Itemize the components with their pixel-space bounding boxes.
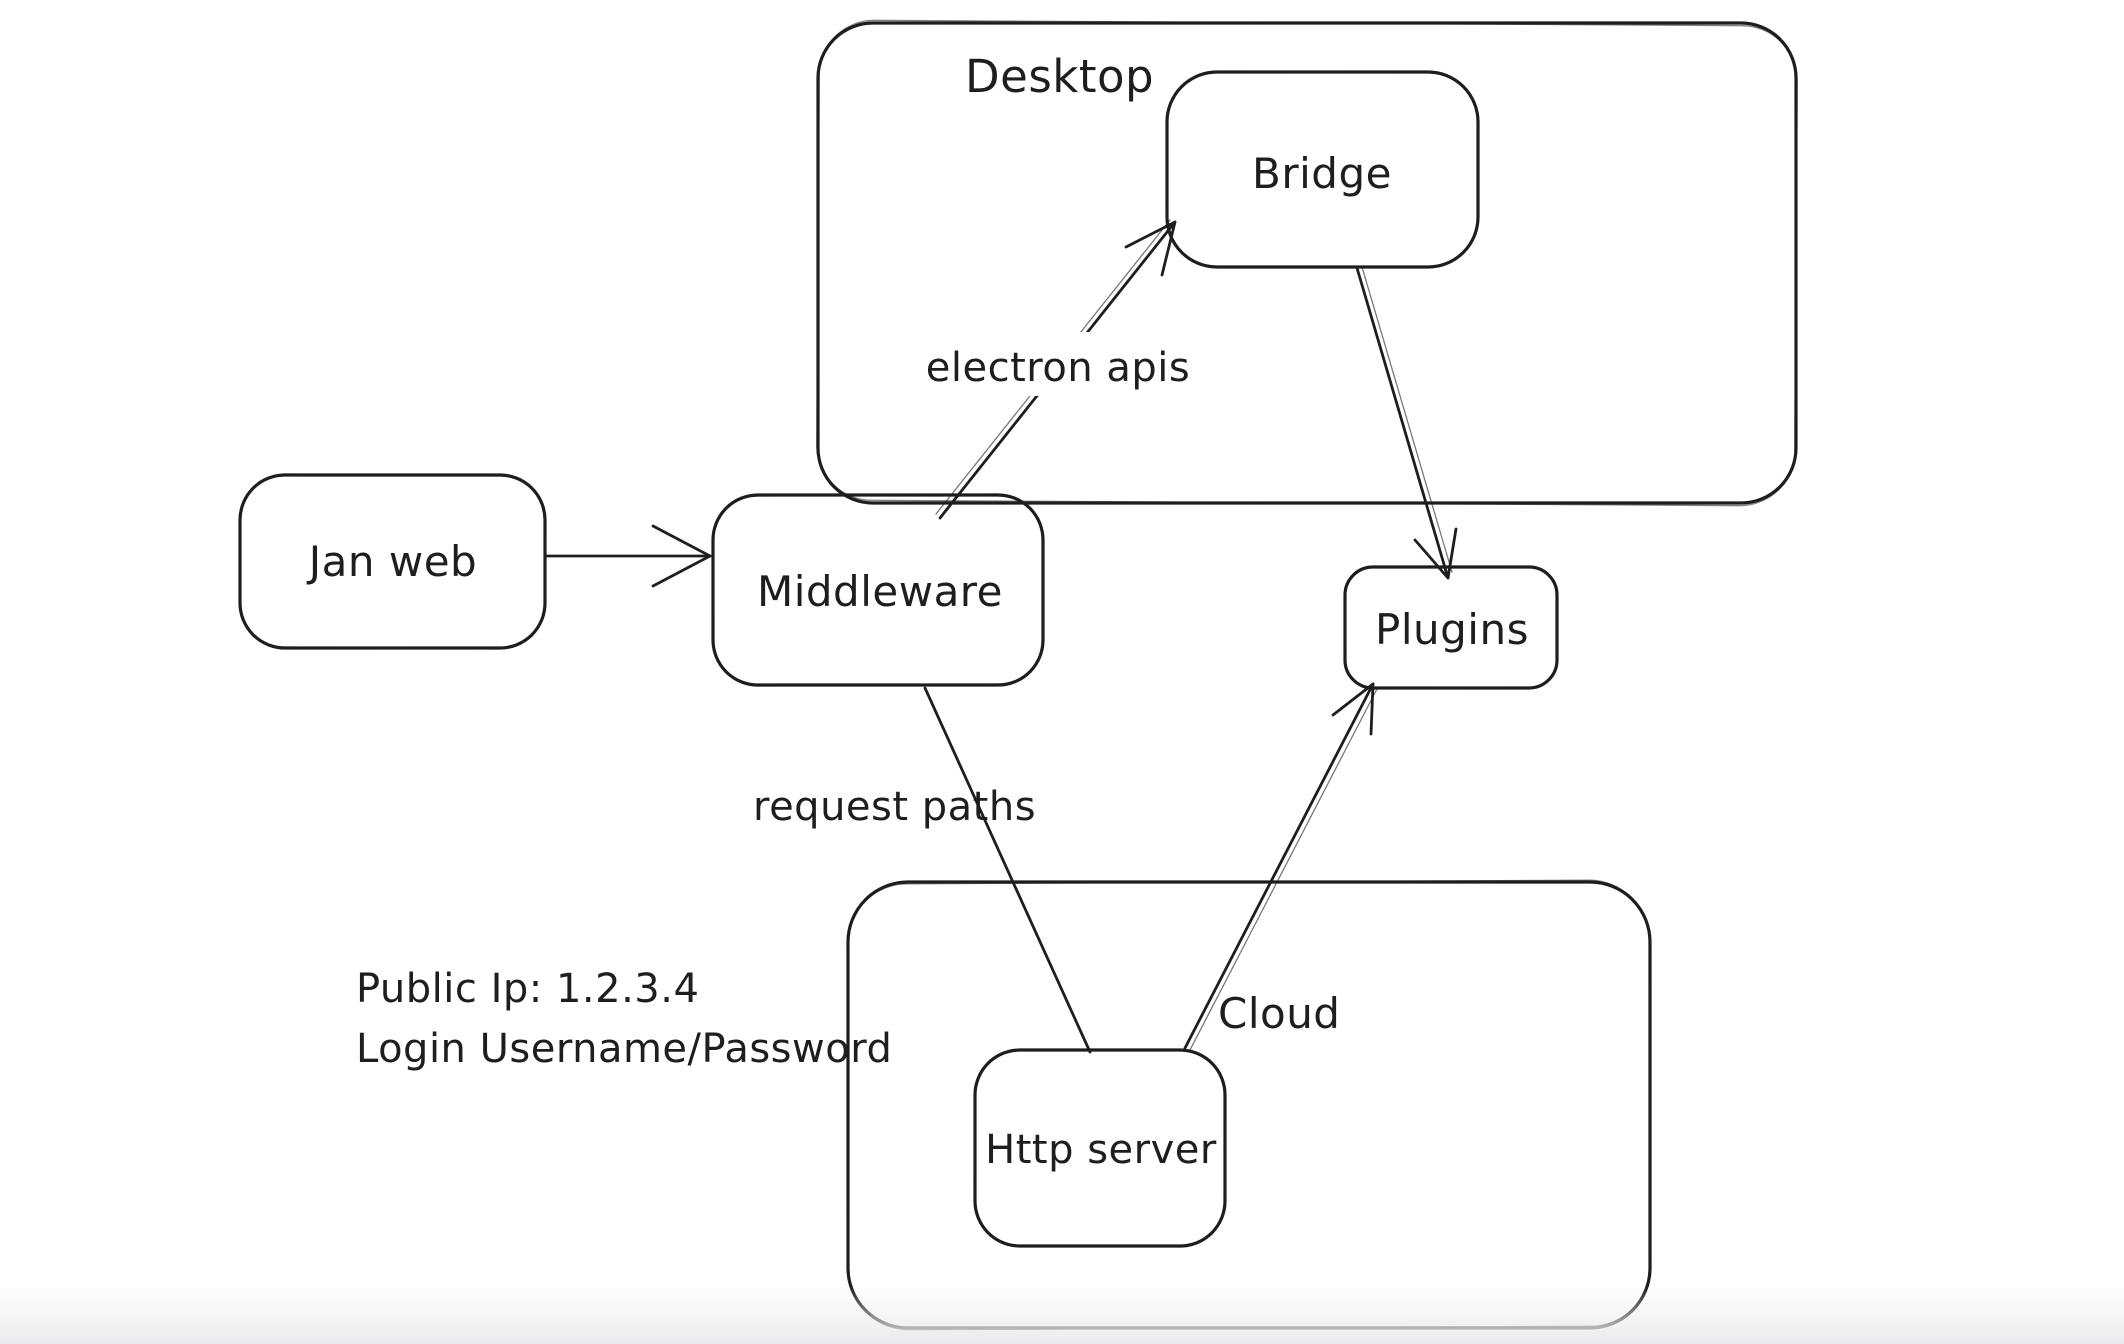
node-bridge-label: Bridge	[1252, 149, 1392, 198]
edge-httpserver-plugins[interactable]	[1183, 682, 1379, 1051]
node-middleware[interactable]: Middleware	[711, 493, 1045, 687]
node-jan-web-label: Jan web	[306, 537, 477, 586]
node-http-server[interactable]: Http server	[973, 1048, 1227, 1248]
node-plugins-label: Plugins	[1375, 605, 1529, 654]
container-cloud[interactable]: Cloud	[846, 879, 1652, 1331]
node-jan-web[interactable]: Jan web	[238, 473, 547, 650]
node-http-server-label: Http server	[985, 1127, 1217, 1173]
container-desktop[interactable]: Desktop	[816, 19, 1798, 507]
annotation-public-ip: Public Ip: 1.2.3.4	[356, 966, 699, 1012]
edge-label-request-paths: request paths	[753, 784, 1036, 830]
edge-bridge-plugins[interactable]	[1355, 266, 1458, 580]
edge-middleware-httpserver[interactable]: request paths	[753, 686, 1092, 1054]
container-desktop-label: Desktop	[965, 50, 1154, 103]
annotation-login: Login Username/Password	[356, 1026, 892, 1072]
node-plugins[interactable]: Plugins	[1343, 565, 1559, 690]
edge-middleware-bridge[interactable]: electron apis	[918, 219, 1196, 520]
edge-janweb-middleware[interactable]	[544, 524, 712, 588]
node-bridge[interactable]: Bridge	[1165, 70, 1480, 269]
container-cloud-label: Cloud	[1218, 989, 1340, 1038]
node-middleware-label: Middleware	[757, 567, 1003, 616]
annotation-credentials[interactable]: Public Ip: 1.2.3.4 Login Username/Passwo…	[356, 966, 892, 1072]
edge-label-electron-apis: electron apis	[926, 345, 1190, 391]
